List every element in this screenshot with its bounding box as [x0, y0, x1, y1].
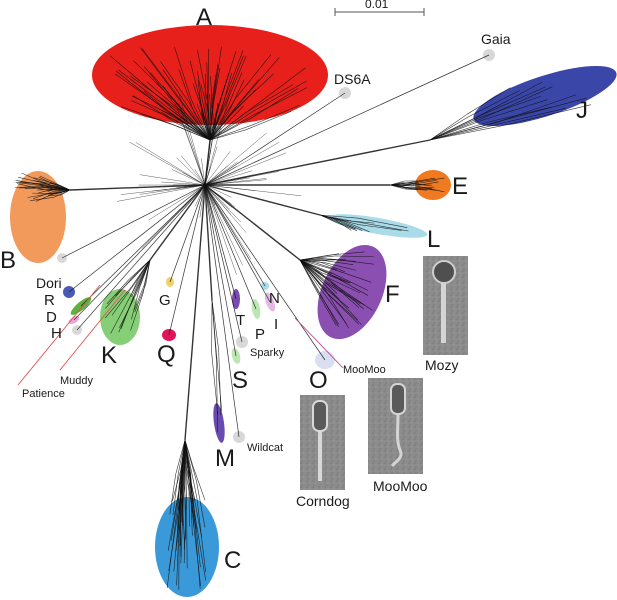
cluster-label-k: K [101, 342, 117, 369]
sparky-label: Sparky [250, 347, 285, 359]
cluster-label-l: L [427, 226, 440, 253]
cluster-label-c: C [224, 547, 241, 574]
gaia-label: Gaia [481, 31, 511, 47]
cluster-label-i: I [274, 316, 278, 333]
label-leaders [17, 284, 344, 386]
micrograph-mozy: Mozy [423, 256, 468, 373]
cluster-j-ellipse [473, 66, 617, 126]
cluster-label-p: P [255, 326, 265, 343]
scale-bar: 0.01 [334, 0, 425, 16]
tree-branches [14, 46, 592, 590]
cluster-label-d: D [46, 309, 57, 326]
cluster-label-j: J [576, 97, 588, 124]
cluster-l-ellipse [328, 214, 428, 238]
corndog-label: Corndog [296, 493, 350, 509]
cluster-label-o: O [309, 367, 328, 394]
mozy-label: Mozy [425, 357, 458, 373]
ds6a-label: DS6A [334, 71, 371, 87]
scale-bar-label: 0.01 [365, 0, 389, 11]
dori-label: Dori [36, 275, 62, 291]
singleton-labels: Gaia DS6A Dori Muddy Patience Sparky Wil… [22, 31, 511, 454]
cluster-label-s: S [232, 367, 248, 394]
cluster-labels: A B C D E F G H I J K L M N O P Q R S T [0, 4, 588, 574]
moomoo-label: MooMoo [343, 364, 386, 376]
cluster-label-g: G [159, 292, 171, 309]
cluster-label-a: A [196, 4, 212, 31]
cluster-label-q: Q [157, 341, 176, 368]
cluster-label-m: M [215, 445, 235, 472]
cluster-a-ellipse [92, 25, 328, 125]
muddy-label: Muddy [60, 375, 94, 387]
moomoo-micrograph-label: MooMoo [373, 478, 428, 494]
cluster-label-r: R [44, 292, 55, 309]
cluster-label-n: N [269, 290, 280, 307]
cluster-label-f: F [385, 281, 400, 308]
cluster-label-e: E [452, 173, 468, 200]
cluster-label-t: T [236, 312, 245, 329]
cluster-m-ellipse [213, 403, 225, 443]
patience-label: Patience [22, 388, 65, 400]
cluster-ellipses [10, 25, 617, 597]
cluster-label-b: B [0, 247, 16, 274]
micrograph-moomoo: MooMoo [368, 378, 428, 494]
cluster-label-h: H [51, 325, 62, 342]
cluster-f-ellipse [317, 244, 387, 340]
micrograph-corndog: Corndog [296, 395, 350, 509]
wildcat-label: Wildcat [247, 442, 283, 454]
cluster-e-ellipse [415, 170, 451, 200]
